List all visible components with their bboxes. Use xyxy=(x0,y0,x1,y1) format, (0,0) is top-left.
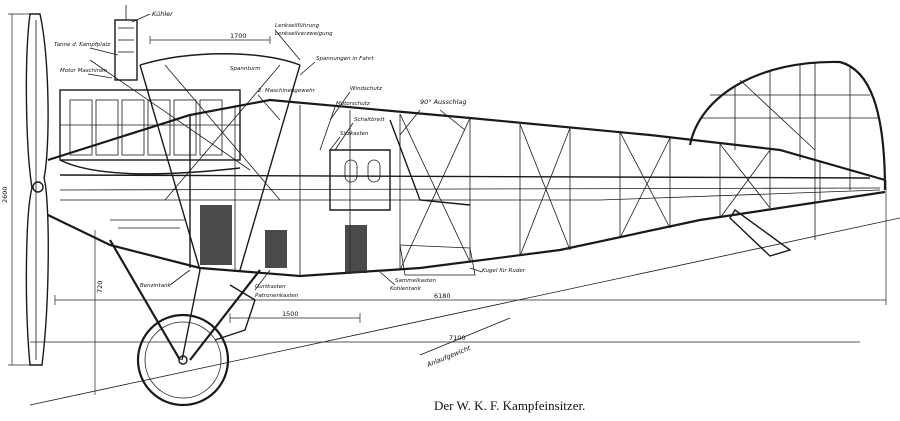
propeller xyxy=(25,13,49,366)
dimension-lines: 1700 1500 6180 7100 720 xyxy=(29,32,900,406)
label-anschlag: 90° Ausschlag xyxy=(420,98,467,106)
label-sitz: Sitzkasten xyxy=(340,131,369,137)
label-kohlentank: Kohlentank xyxy=(390,286,422,292)
label-maschinengewehr: 2. Maschinengewehr xyxy=(258,88,316,94)
dim-1500: 1500 xyxy=(282,310,299,318)
label-gurtkasten: Gurtkasten xyxy=(255,284,286,290)
label-patronen: Patronenkasten xyxy=(255,293,299,299)
fuel-tanks xyxy=(110,205,367,273)
cockpit xyxy=(329,119,476,276)
label-schaltbrett: Schaltbrett xyxy=(354,117,385,123)
figure-caption: Der W. K. F. Kampfeinsitzer. xyxy=(434,398,586,413)
label-windschutz: Windschutz xyxy=(350,86,382,92)
dim-720: 720 xyxy=(96,281,104,293)
label-kuehler: Kühler xyxy=(152,10,174,18)
engine xyxy=(59,5,241,175)
label-sammelkasten: Sammelkasten xyxy=(395,278,436,284)
label-lenkseil: Lenkseilverzweigung xyxy=(275,31,333,37)
label-kugel: Kugel für Ruder xyxy=(482,268,526,274)
label-motorschutz: Motorschutz xyxy=(336,101,370,107)
height-dimension: 2600 xyxy=(1,13,36,366)
label-motor: Motor Maschinen xyxy=(60,68,108,74)
tail-fin xyxy=(688,60,887,257)
dim-6180: 6180 xyxy=(434,292,451,300)
cabane-struts xyxy=(89,53,301,271)
label-benzintank: Benzintank xyxy=(140,283,172,289)
label-anlaufgewicht: Anlaufgewicht xyxy=(425,344,472,369)
leader-lines xyxy=(87,13,483,291)
label-spannungen: Spannungen in Fahrt xyxy=(316,56,374,62)
label-tanne: Tanne d. Kampfplatz xyxy=(54,42,110,48)
labels: Kühler Lenkseilführung Lenkseilverzweigu… xyxy=(54,10,526,369)
dim-1700: 1700 xyxy=(230,32,247,40)
dim-2600: 2600 xyxy=(1,186,9,203)
fuselage xyxy=(47,98,886,278)
label-lenkhebel: Lenkseilführung xyxy=(275,23,320,29)
dim-7100: 7100 xyxy=(449,334,466,342)
label-spannturm: Spannturm xyxy=(230,66,261,72)
